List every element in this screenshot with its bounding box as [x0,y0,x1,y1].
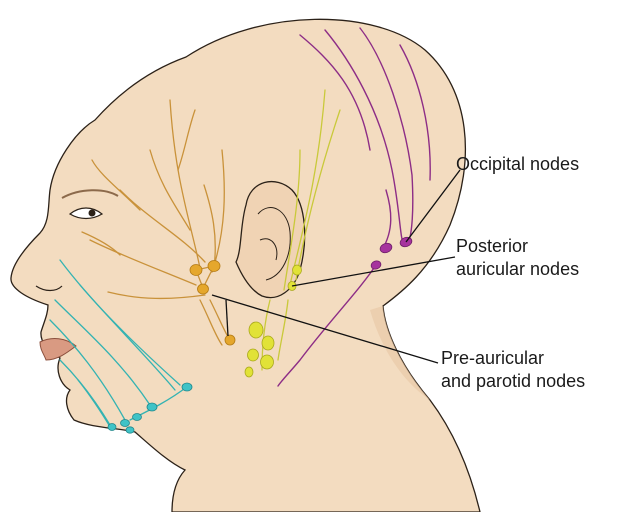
cervical-node [248,349,259,361]
submental-node [121,420,130,427]
cervical-node [261,355,274,369]
submental-node [133,414,142,421]
label-occipital-nodes: Occipital nodes [456,154,579,174]
label-posterior-line1: Posterior [456,236,528,256]
posterior-auricular-node [293,265,302,275]
cervical-node [245,367,253,377]
label-preauricular-line2: and parotid nodes [441,371,585,391]
parotid-node [225,335,235,345]
pupil [89,210,96,217]
label-posterior-line2: auricular nodes [456,259,579,279]
cervical-node [249,322,263,338]
submandibular-node [147,403,157,411]
cervical-node [262,336,274,350]
submandibular-node [182,383,192,391]
submental-node [126,427,134,433]
label-preauricular-line1: Pre-auricular [441,348,544,368]
preauricular-node [208,261,220,272]
preauricular-node [198,284,209,294]
submental-node [108,424,116,431]
preauricular-node [190,265,202,276]
